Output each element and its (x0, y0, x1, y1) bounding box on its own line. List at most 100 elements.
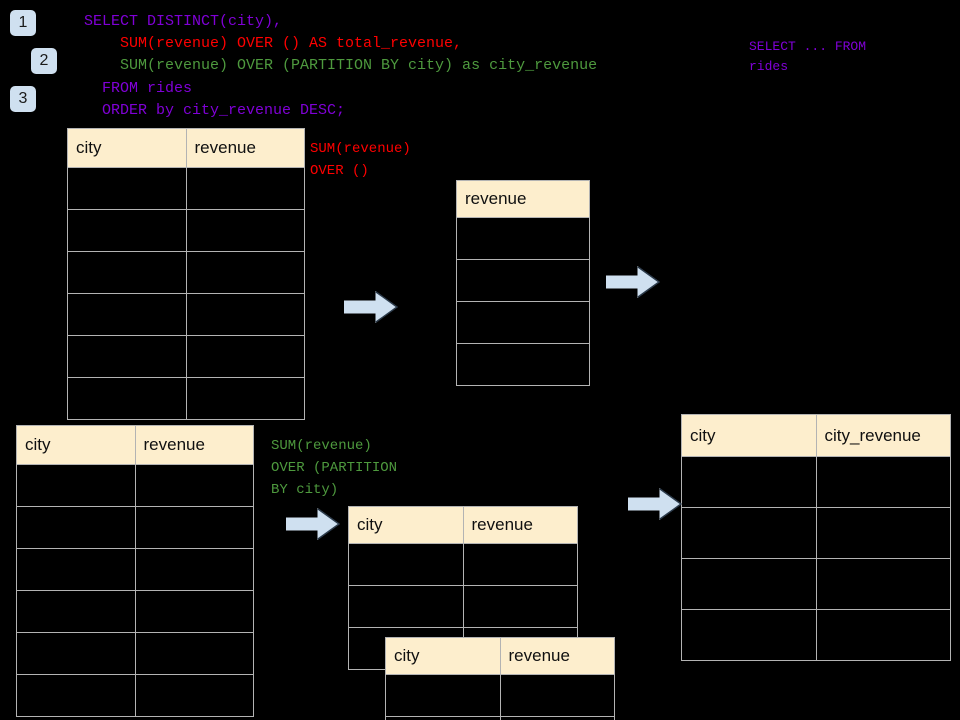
table-row (348, 585, 578, 628)
column-header-city-revenue: city_revenue (815, 414, 951, 457)
table-row (456, 343, 590, 386)
table-row (67, 293, 305, 336)
table-row (67, 167, 305, 210)
table-cell (815, 507, 951, 559)
table-cell (67, 251, 187, 294)
table-header-row: revenue (456, 180, 590, 218)
table-cell (462, 543, 578, 586)
column-header-revenue: revenue (456, 180, 590, 218)
column-header-city: city (681, 414, 817, 457)
column-header-revenue: revenue (185, 128, 305, 168)
table-body (456, 217, 590, 386)
table-row (16, 506, 254, 549)
table-cell (681, 456, 817, 508)
step-badge-1[interactable]: 1 (10, 10, 36, 36)
table-cell (185, 377, 305, 420)
table-cell (134, 464, 254, 507)
table-header-row: city revenue (385, 637, 615, 675)
table-cell (815, 609, 951, 661)
table-cell (348, 585, 464, 628)
table-row (681, 609, 951, 661)
column-header-city: city (16, 425, 136, 465)
table-cell (815, 456, 951, 508)
table-row (16, 548, 254, 591)
table-cell (16, 506, 136, 549)
table-cell (681, 558, 817, 610)
table-cell (456, 301, 590, 344)
table-cell (185, 209, 305, 252)
annotation-source-query: SELECT ... FROM rides (749, 39, 867, 74)
table-header-row: city revenue (67, 128, 305, 168)
table-cell (67, 377, 187, 420)
table-row (456, 217, 590, 260)
table-row (67, 251, 305, 294)
table-cell (67, 209, 187, 252)
table-cell (185, 293, 305, 336)
table-body (385, 674, 615, 720)
table-cell (134, 506, 254, 549)
column-header-revenue: revenue (499, 637, 615, 675)
table-cell (456, 259, 590, 302)
table-total-revenue: revenue (456, 180, 590, 386)
annotation-city-revenue: SUM(revenue) OVER (PARTITION BY city) (271, 438, 398, 498)
table-header-row: city revenue (16, 425, 254, 465)
table-cell (185, 251, 305, 294)
table-cell (16, 464, 136, 507)
sql-line-order-by: ORDER by city_revenue DESC; (84, 102, 346, 119)
table-cell (499, 674, 615, 717)
table-cell (134, 674, 254, 717)
column-header-revenue: revenue (134, 425, 254, 465)
table-source-bottom: city revenue (16, 425, 254, 717)
table-row (67, 335, 305, 378)
table-partition-b: city revenue (385, 637, 615, 720)
table-body (16, 464, 254, 717)
table-row (16, 674, 254, 717)
sql-line-from: FROM rides (84, 80, 193, 97)
table-cell (681, 609, 817, 661)
table-row (456, 259, 590, 302)
step-badge-2[interactable]: 2 (31, 48, 57, 74)
sql-line-select: SELECT DISTINCT(city), (84, 13, 283, 30)
table-row (67, 209, 305, 252)
table-row (16, 632, 254, 675)
table-row (16, 590, 254, 633)
table-cell (16, 548, 136, 591)
table-cell (67, 167, 187, 210)
table-header-row: city city_revenue (681, 414, 951, 457)
arrow-bottom-left-icon (286, 508, 340, 540)
table-cell (385, 674, 501, 717)
table-row (456, 301, 590, 344)
table-cell (499, 716, 615, 720)
table-row (16, 464, 254, 507)
arrow-bottom-right-icon (628, 488, 682, 520)
column-header-city: city (385, 637, 501, 675)
table-row (681, 507, 951, 559)
table-row (67, 377, 305, 420)
sql-line-city-revenue: SUM(revenue) OVER (PARTITION BY city) as… (84, 57, 598, 74)
table-cell (16, 632, 136, 675)
table-cell (456, 217, 590, 260)
table-cell (67, 335, 187, 378)
arrow-top-right-icon (606, 266, 660, 298)
table-cell (385, 716, 501, 720)
table-cell (815, 558, 951, 610)
table-cell (185, 335, 305, 378)
table-cell (134, 632, 254, 675)
table-cell (462, 585, 578, 628)
table-body (681, 456, 951, 661)
annotation-total-revenue: SUM(revenue) OVER () (310, 141, 411, 179)
table-body (67, 167, 305, 420)
sql-line-total-revenue: SUM(revenue) OVER () AS total_revenue, (84, 35, 463, 52)
table-cell (456, 343, 590, 386)
table-header-row: city revenue (348, 506, 578, 544)
table-cell (348, 543, 464, 586)
step-badge-3[interactable]: 3 (10, 86, 36, 112)
table-row (681, 558, 951, 610)
table-row (348, 543, 578, 586)
table-row (681, 456, 951, 508)
table-row (385, 716, 615, 720)
column-header-city: city (67, 128, 187, 168)
table-result: city city_revenue (681, 414, 951, 661)
table-cell (134, 548, 254, 591)
